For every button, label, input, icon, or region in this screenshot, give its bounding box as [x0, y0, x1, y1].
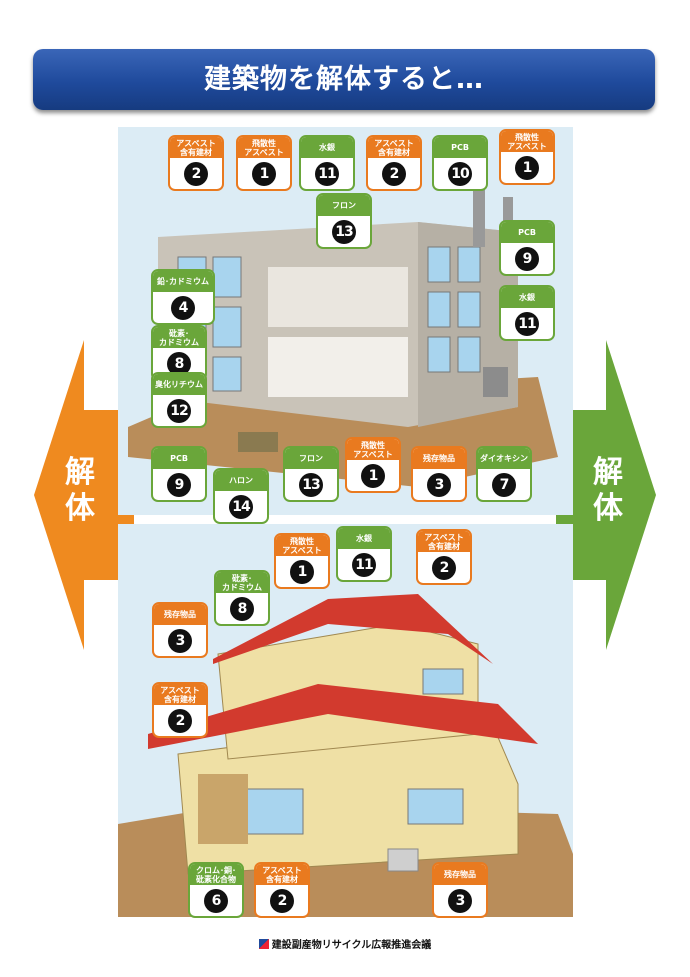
- tag-label: 臭化リチウム: [153, 374, 205, 395]
- tag-label: アスベスト含有建材: [170, 137, 222, 158]
- tag-number: 1: [361, 464, 385, 488]
- tag-label: ハロン: [215, 470, 267, 491]
- tag-number: 1: [252, 162, 276, 186]
- house-tag: アスベスト含有建材 2: [254, 862, 310, 918]
- tag-label: 水銀: [501, 287, 553, 308]
- tag-number: 2: [270, 889, 294, 913]
- tag-label: アスベスト含有建材: [368, 137, 420, 158]
- tag-number: 3: [427, 473, 451, 497]
- building-tag: アスベスト含有建材 2: [366, 135, 422, 191]
- right-arrow-icon: [556, 340, 656, 650]
- house-tag: アスベスト含有建材 2: [416, 529, 472, 585]
- house-tag: 残存物品 3: [152, 602, 208, 658]
- tag-label: 残存物品: [434, 864, 486, 885]
- tag-number: 7: [492, 473, 516, 497]
- building-tag: アスベスト含有建材 2: [168, 135, 224, 191]
- tag-number: 10: [448, 162, 472, 186]
- tag-number: 4: [171, 296, 195, 320]
- house-tag: 砒素･カドミウム 8: [214, 570, 270, 626]
- title-banner: 建築物を解体すると…: [33, 49, 655, 110]
- tag-number: 2: [168, 709, 192, 733]
- building-tag: ハロン 14: [213, 468, 269, 524]
- tag-number: 9: [515, 247, 539, 271]
- tag-label: PCB: [153, 448, 205, 469]
- tag-number: 2: [432, 556, 456, 580]
- building-tag: 鉛･カドミウム 4: [151, 269, 215, 325]
- tag-number: 3: [448, 889, 472, 913]
- building-tag: 水銀 11: [499, 285, 555, 341]
- building-tag: 飛散性アスベスト 1: [345, 437, 401, 493]
- footer-text: 建設副産物リサイクル広報推進会議: [271, 940, 432, 951]
- building-tag: PCB 10: [432, 135, 488, 191]
- tag-number: 11: [352, 553, 376, 577]
- page-title: 建築物を解体すると…: [204, 64, 484, 95]
- building-tag: フロン 13: [283, 446, 339, 502]
- building-tag: PCB 9: [499, 220, 555, 276]
- tag-label: 水銀: [338, 528, 390, 549]
- tag-label: ダイオキシン: [478, 448, 530, 469]
- tag-number: 13: [299, 473, 323, 497]
- building-tag: 残存物品 3: [411, 446, 467, 502]
- tag-label: 鉛･カドミウム: [153, 271, 213, 292]
- tag-label: 飛散性アスベスト: [347, 439, 399, 460]
- house-tag: アスベスト含有建材 2: [152, 682, 208, 738]
- house-tag: 残存物品 3: [432, 862, 488, 918]
- house-tag: 飛散性アスベスト 1: [274, 533, 330, 589]
- tag-label: 飛散性アスベスト: [238, 137, 290, 158]
- tag-number: 9: [167, 473, 191, 497]
- building-tag: フロン 13: [316, 193, 372, 249]
- tag-label: アスベスト含有建材: [154, 684, 206, 705]
- tag-number: 12: [167, 399, 191, 423]
- tag-label: アスベスト含有建材: [256, 864, 308, 885]
- tag-number: 6: [204, 889, 228, 913]
- right-side-label: 解体: [593, 455, 623, 526]
- building-tag: 臭化リチウム 12: [151, 372, 207, 428]
- tag-label: PCB: [434, 137, 486, 158]
- house-tag: 水銀 11: [336, 526, 392, 582]
- tag-number: 2: [382, 162, 406, 186]
- tag-number: 1: [515, 156, 539, 180]
- tag-number: 2: [184, 162, 208, 186]
- tag-label: 残存物品: [413, 448, 465, 469]
- house-tag: クロム･銅･砒素化合物 6: [188, 862, 244, 918]
- tag-label: フロン: [285, 448, 337, 469]
- building-tag: 飛散性アスベスト 1: [499, 129, 555, 185]
- tag-number: 14: [229, 495, 253, 519]
- tag-label: 飛散性アスベスト: [276, 535, 328, 556]
- tag-number: 11: [315, 162, 339, 186]
- building-tag: ダイオキシン 7: [476, 446, 532, 502]
- tag-label: PCB: [501, 222, 553, 243]
- tag-number: 3: [168, 629, 192, 653]
- tag-label: 砒素･カドミウム: [153, 327, 205, 348]
- tag-label: フロン: [318, 195, 370, 216]
- tag-label: クロム･銅･砒素化合物: [190, 864, 242, 885]
- tag-number: 11: [515, 312, 539, 336]
- tag-number: 13: [332, 220, 356, 244]
- left-arrow-icon: [34, 340, 134, 650]
- building-tag: 水銀 11: [299, 135, 355, 191]
- tag-number: 1: [290, 560, 314, 584]
- building-tag: PCB 9: [151, 446, 207, 502]
- tag-label: 水銀: [301, 137, 353, 158]
- tag-label: 砒素･カドミウム: [216, 572, 268, 593]
- council-logo-icon: [258, 939, 269, 949]
- building-tag: 飛散性アスベスト 1: [236, 135, 292, 191]
- tag-label: 飛散性アスベスト: [501, 131, 553, 152]
- tag-label: アスベスト含有建材: [418, 531, 470, 552]
- tag-label: 残存物品: [154, 604, 206, 625]
- tag-number: 8: [230, 597, 254, 621]
- left-side-label: 解体: [65, 455, 95, 526]
- footer: 建設副産物リサイクル広報推進会議: [0, 936, 690, 951]
